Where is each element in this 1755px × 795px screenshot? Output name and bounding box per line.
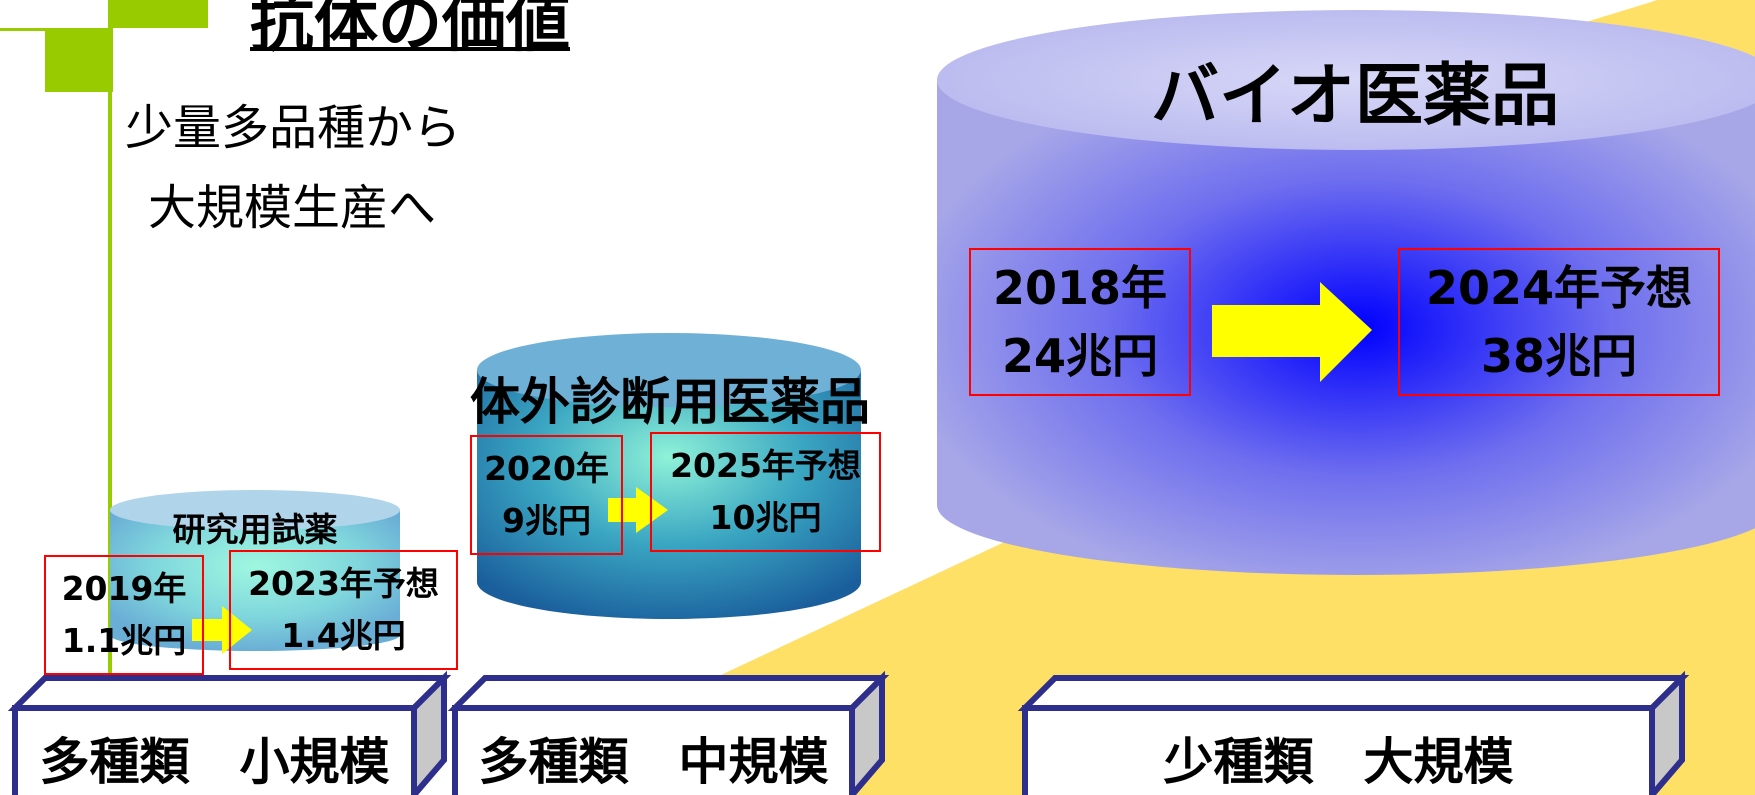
ivd-from-year: 2020年: [484, 449, 609, 488]
accent-square-left: [45, 28, 113, 92]
biopharma-from-year: 2018年: [992, 261, 1168, 315]
ivd-to-box: 2025年予想 10兆円: [650, 432, 881, 552]
subtitle-line-2: 大規模生産へ: [148, 180, 437, 236]
research-to-value: 1.4兆円: [281, 616, 406, 655]
biopharma-to-value: 38兆円: [1480, 329, 1637, 383]
biopharma-from-box: 2018年 24兆円: [969, 248, 1191, 396]
accent-vertical-line: [108, 28, 112, 678]
category-box-medium: [447, 670, 890, 795]
category-label-small: 多種類 小規模: [39, 733, 390, 791]
research-from-value: 1.1兆円: [61, 621, 187, 660]
ivd-to-year: 2025年予想: [670, 446, 861, 485]
ivd-from-value: 9兆円: [502, 501, 591, 540]
biopharma-from-value: 24兆円: [1001, 329, 1158, 383]
subtitle-line-1: 少量多品種から: [125, 100, 462, 156]
research-cylinder: [110, 490, 400, 651]
ivd-title: 体外診断用医薬品: [470, 373, 870, 431]
biopharma-title: バイオ医薬品: [1150, 57, 1559, 136]
category-box-small: [7, 670, 452, 795]
research-from-box: 2019年 1.1兆円: [44, 555, 204, 675]
category-label-medium: 多種類 中規模: [478, 733, 829, 791]
accent-square-top: [108, 0, 208, 28]
research-to-year: 2023年予想: [248, 564, 439, 603]
ivd-from-box: 2020年 9兆円: [470, 435, 623, 555]
ivd-to-value: 10兆円: [709, 498, 822, 537]
page-title: 抗体の価値: [250, 0, 570, 61]
category-box-large: [1017, 670, 1690, 795]
research-title: 研究用試薬: [172, 510, 338, 549]
category-label-large: 少種類 大規模: [1163, 733, 1514, 791]
accent-bar-top: [0, 28, 110, 31]
arrow-icon: [192, 606, 252, 654]
arrow-icon: [1212, 282, 1372, 382]
research-to-box: 2023年予想 1.4兆円: [229, 550, 458, 670]
biopharma-to-box: 2024年予想 38兆円: [1398, 248, 1720, 396]
biopharma-to-year: 2024年予想: [1425, 261, 1693, 315]
research-from-year: 2019年: [61, 569, 187, 608]
arrow-icon: [608, 487, 668, 533]
